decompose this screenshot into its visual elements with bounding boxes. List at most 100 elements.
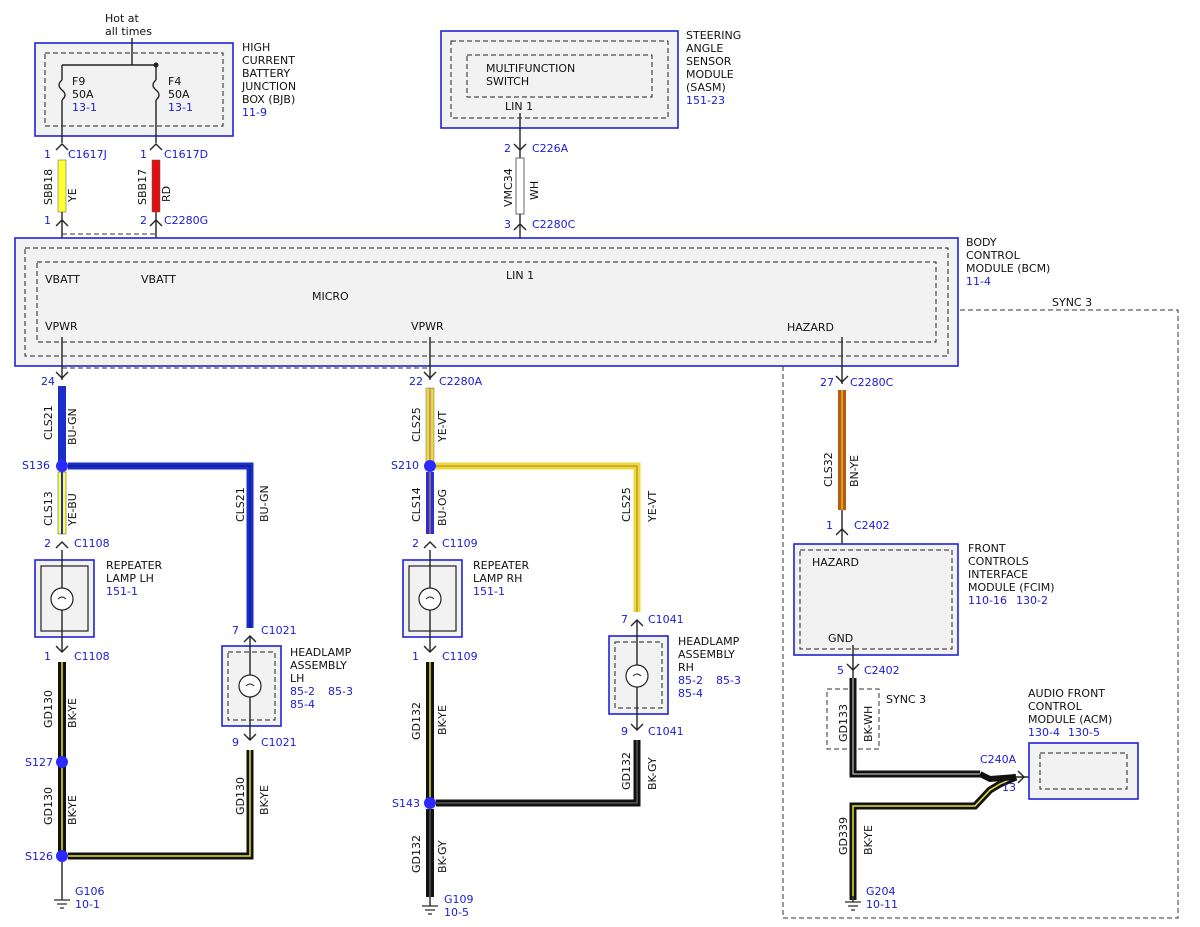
c1617d-label[interactable]: C1617D [164, 148, 208, 161]
bjb-wires: 1 C1617J 1 C1617D SBB18 YE SBB17 RD 1 2 … [42, 143, 208, 262]
sync3-region-label: SYNC 3 [1052, 296, 1092, 309]
c1108-label-top[interactable]: C1108 [74, 537, 110, 550]
c240a-label[interactable]: C240A [980, 753, 1017, 766]
ground-g109-name[interactable]: G109 [444, 893, 474, 906]
headlamp-rh-ref-3[interactable]: 85-4 [678, 687, 703, 700]
c2402-label-top[interactable]: C2402 [854, 519, 890, 532]
headlamp-lh-ref-3[interactable]: 85-4 [290, 698, 315, 711]
ground-g106-name[interactable]: G106 [75, 885, 105, 898]
wire-gd132b-circuit: GD132 [620, 752, 633, 790]
wire-cls21-a[interactable] [58, 386, 66, 466]
sync3-splice-label: SYNC 3 [886, 693, 926, 706]
bcm-module: VBATT VBATT LIN 1 MICRO VPWR VPWR HAZARD… [14, 236, 1050, 384]
repeater-lh-ref[interactable]: 151-1 [106, 585, 138, 598]
acm-ref-1[interactable]: 130-4 [1028, 726, 1060, 739]
ground-g204-name[interactable]: G204 [866, 885, 896, 898]
ground-g106-ref[interactable]: 10-1 [75, 898, 100, 911]
headlamp-lh-ref-2[interactable]: 85-3 [328, 685, 353, 698]
splice-s210[interactable] [424, 460, 436, 472]
c1108-label-bottom[interactable]: C1108 [74, 650, 110, 663]
bjb-title-1: HIGH [242, 41, 270, 54]
c226a-label[interactable]: C226A [532, 142, 569, 155]
bjb-title-3: BATTERY [242, 67, 290, 80]
c2402-pin1: 1 [826, 519, 833, 532]
c2280a-label[interactable]: C2280A [439, 375, 483, 388]
wire-gd133-color: BK-WH [862, 706, 875, 742]
wire-vmc34-color: WH [528, 181, 541, 200]
c2280g-label[interactable]: C2280G [164, 214, 208, 227]
wire-sbb17-color: RD [160, 186, 173, 202]
splice-s136[interactable] [56, 460, 68, 472]
c2280c-label-bottom[interactable]: C2280C [850, 376, 894, 389]
headlamp-lh-ref-1[interactable]: 85-2 [290, 685, 315, 698]
c1041-label-top[interactable]: C1041 [648, 613, 684, 626]
fuse-f4-rating: 50A [168, 88, 190, 101]
repeater-rh-ref[interactable]: 151-1 [473, 585, 505, 598]
wire-sbb18-circuit: SBB18 [42, 169, 55, 205]
ground-g109-ref[interactable]: 10-5 [444, 906, 469, 919]
bjb-ref[interactable]: 11-9 [242, 106, 267, 119]
fcim-pin-gnd: GND [828, 632, 853, 645]
wire-cls25b-circuit: CLS25 [620, 487, 633, 522]
bcm-micro-label: MICRO [312, 290, 349, 303]
headlamp-rh-title-1: HEADLAMP [678, 635, 740, 648]
wire-cls13-color: YE-BU [66, 493, 79, 527]
splice-s127[interactable] [56, 756, 68, 768]
wire-gd130c-color: BK-YE [258, 785, 271, 815]
wire-cls21b-circuit: CLS21 [234, 487, 247, 522]
fuse-f9-ref[interactable]: 13-1 [72, 101, 97, 114]
fuse-f4-ref[interactable]: 13-1 [168, 101, 193, 114]
acm-ref-2[interactable]: 130-5 [1068, 726, 1100, 739]
wire-gd132-b[interactable] [436, 740, 641, 807]
c226a-pin: 2 [504, 142, 511, 155]
bcm-pin-vbatt2: VBATT [141, 273, 176, 286]
wire-gd130b-circuit: GD130 [42, 787, 55, 825]
sasm-title-1: STEERING [686, 29, 741, 42]
bcm-title-2: CONTROL [966, 249, 1021, 262]
c1041-label-bottom[interactable]: C1041 [648, 725, 684, 738]
wire-sbb18[interactable] [57, 159, 67, 213]
wire-gd130c-circuit: GD130 [234, 777, 247, 815]
wire-cls21a-circuit: CLS21 [42, 405, 55, 440]
wire-sbb17[interactable] [151, 159, 161, 213]
c1109-pin1: 1 [412, 650, 419, 663]
c1041-pin7: 7 [621, 613, 628, 626]
wire-gd339-circuit: GD339 [837, 817, 850, 855]
c1109-label-bottom[interactable]: C1109 [442, 650, 478, 663]
bcm-ref[interactable]: 11-4 [966, 275, 991, 288]
c1617j-label[interactable]: C1617J [68, 148, 107, 161]
acm-title-2: CONTROL [1028, 700, 1083, 713]
c2402-label-bottom[interactable]: C2402 [864, 664, 900, 677]
wire-gd130b-color: BK-YE [66, 795, 79, 825]
headlamp-rh-ref-2[interactable]: 85-3 [716, 674, 741, 687]
rh-branch: 22 C2280A CLS25 YE-VT S210 CLS25 YE-VT C… [391, 371, 741, 919]
wire-gd339[interactable] [849, 773, 1018, 900]
sasm-ref[interactable]: 151-23 [686, 94, 725, 107]
c2402-pin5: 5 [837, 664, 844, 677]
wire-vmc34[interactable] [515, 157, 525, 215]
splice-s126[interactable] [56, 850, 68, 862]
fcim-ref-1[interactable]: 110-16 [968, 594, 1007, 607]
wire-cls14-color: BU-OG [436, 489, 449, 526]
splice-s126-label: S126 [25, 850, 53, 863]
hot-at-all-times-line1: Hot at [105, 12, 140, 25]
bjb-title-2: CURRENT [242, 54, 295, 67]
headlamp-rh-ref-1[interactable]: 85-2 [678, 674, 703, 687]
ground-g204-icon [845, 901, 861, 911]
lh-branch: 24 CLS21 BU-GN S136 CLS21 BU-GN CLS13 YE… [22, 371, 353, 911]
ground-g109-icon [422, 905, 438, 915]
c2280c-label-top[interactable]: C2280C [532, 218, 576, 231]
wire-gd132a-circuit: GD132 [410, 702, 423, 740]
c1021-label-top[interactable]: C1021 [261, 624, 297, 637]
c1021-label-bottom[interactable]: C1021 [261, 736, 297, 749]
sasm-inner-label-1: MULTIFUNCTION [486, 62, 575, 75]
fuse-f4-name: F4 [168, 75, 181, 88]
ground-g204-ref[interactable]: 10-11 [866, 898, 898, 911]
wire-gd130a-color: BK-YE [66, 698, 79, 728]
splice-s143[interactable] [424, 797, 436, 809]
bjb-title-4: JUNCTION [241, 80, 296, 93]
wire-gd130-c[interactable] [68, 750, 254, 860]
fuse-f9-name: F9 [72, 75, 85, 88]
fcim-ref-2[interactable]: 130-2 [1016, 594, 1048, 607]
c1109-label-top[interactable]: C1109 [442, 537, 478, 550]
